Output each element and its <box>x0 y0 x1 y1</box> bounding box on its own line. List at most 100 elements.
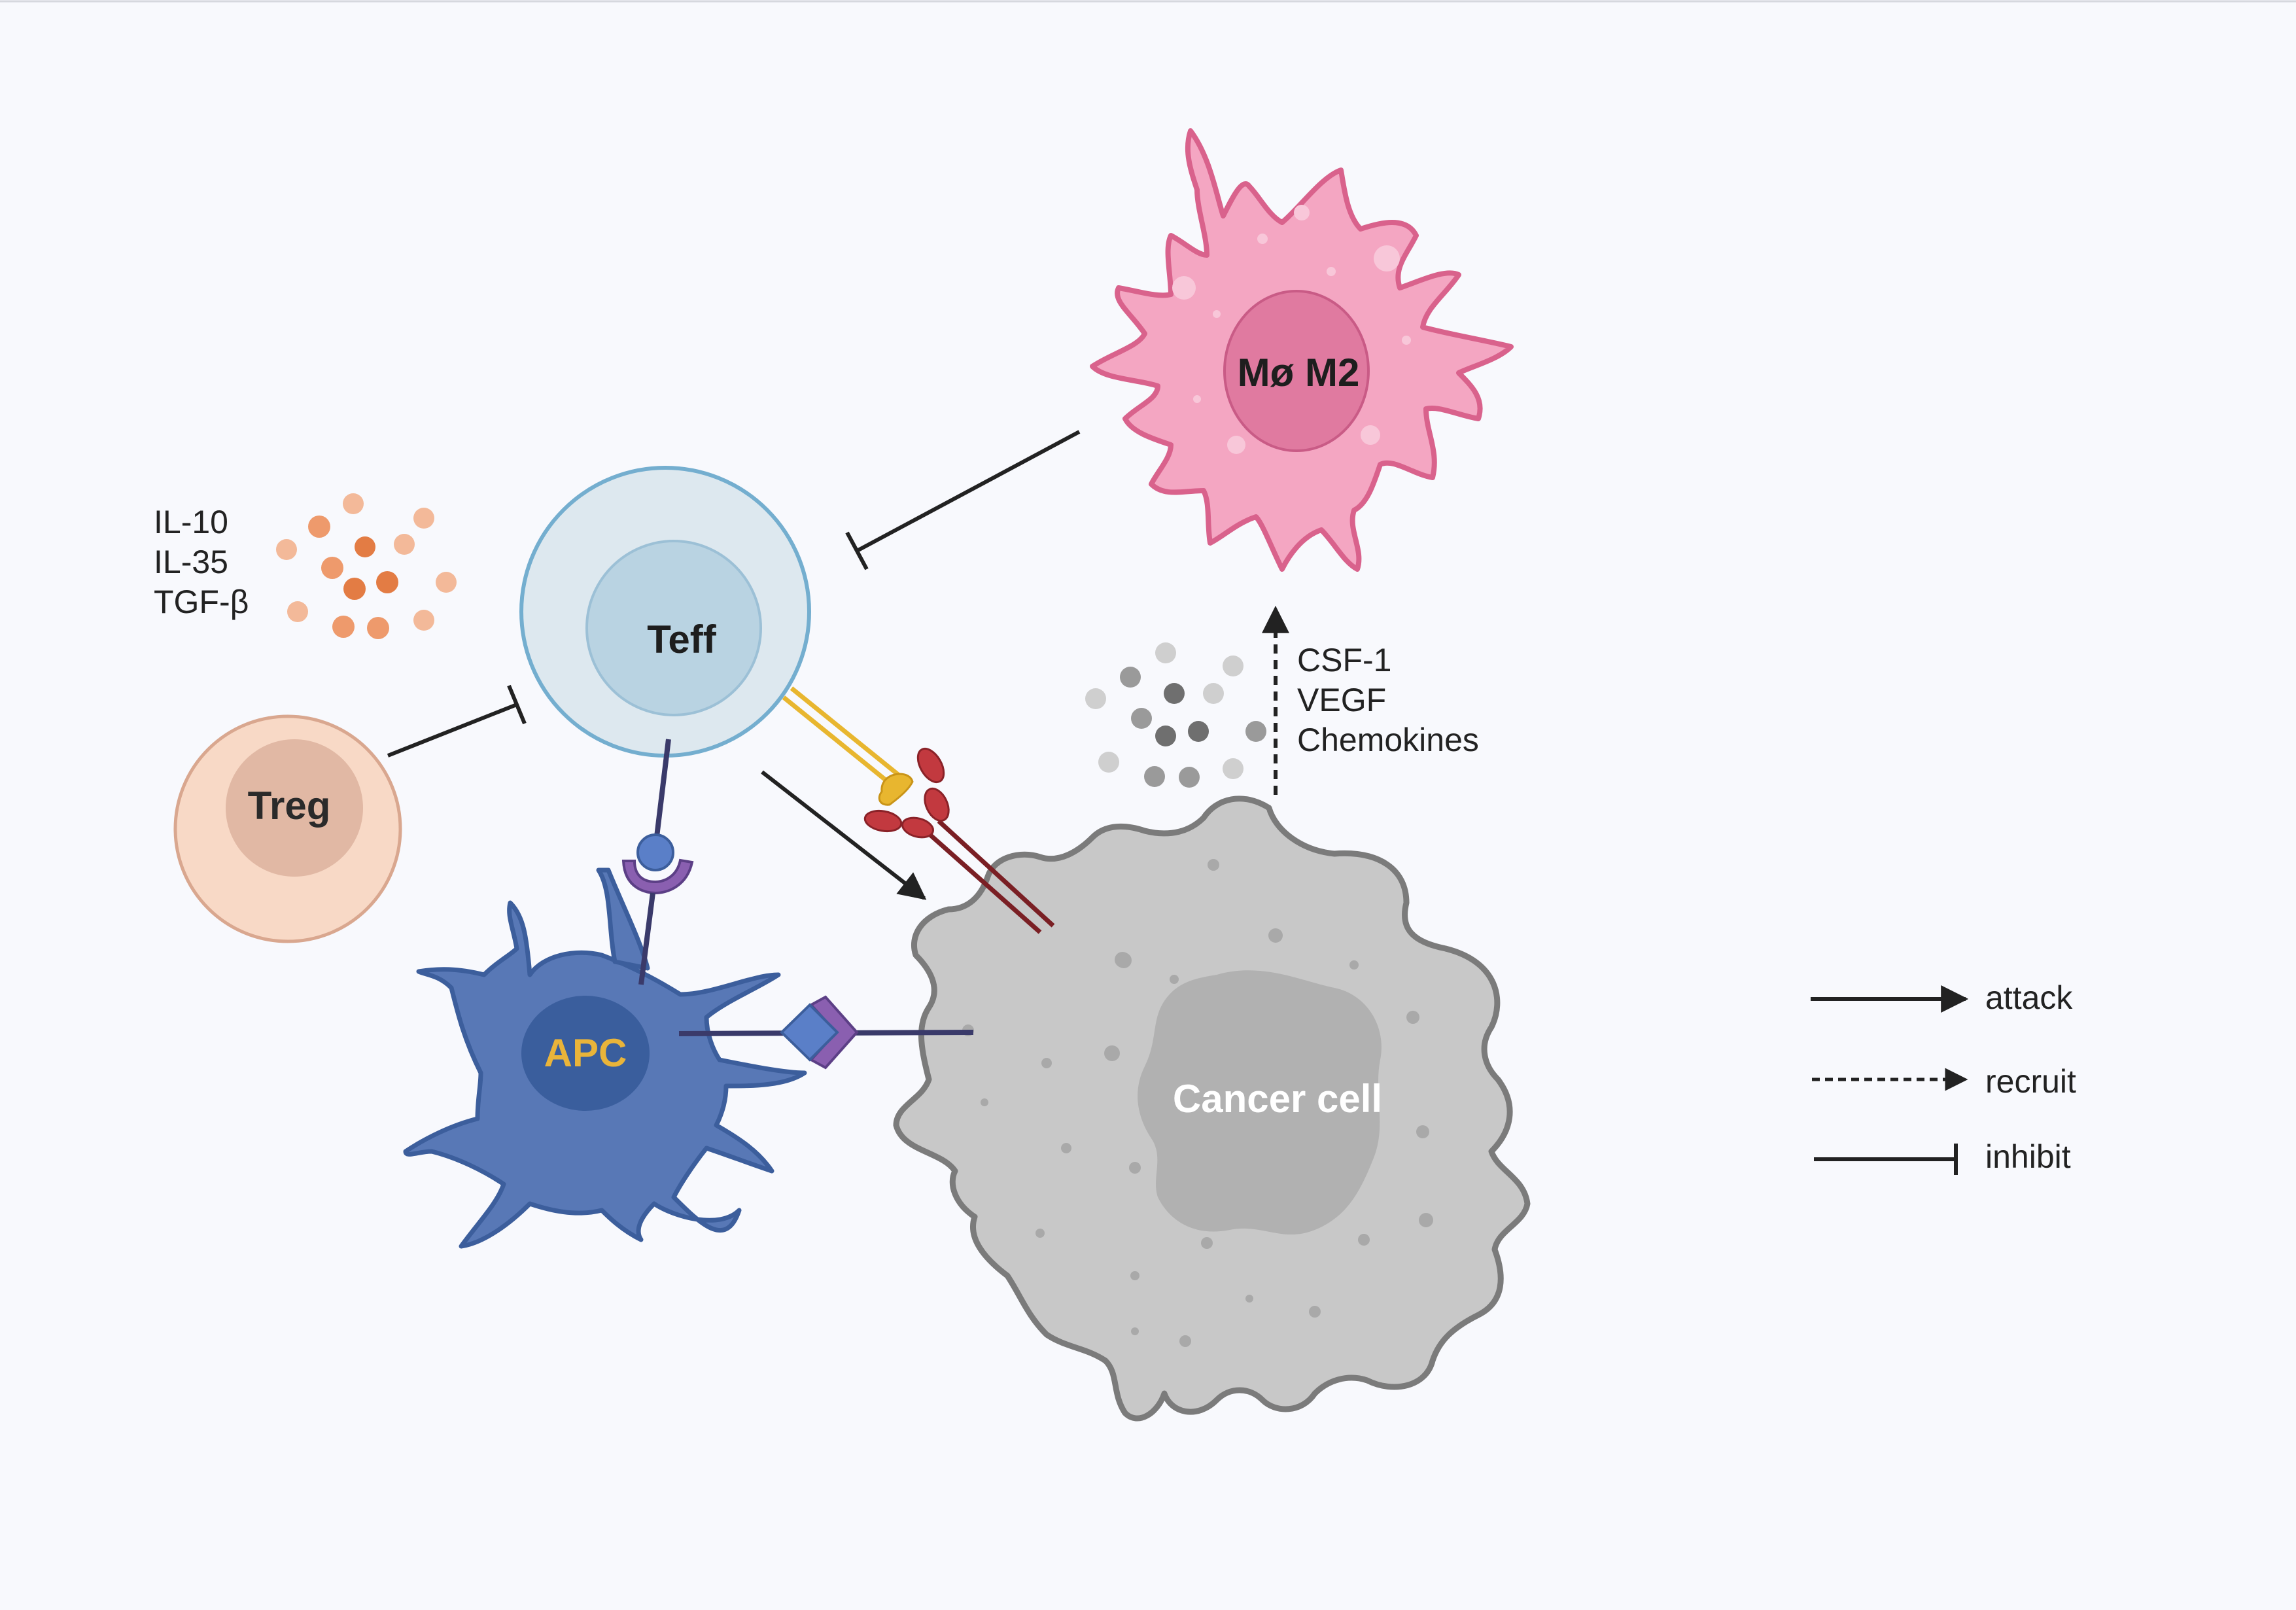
macrophage-vacuole <box>1374 245 1400 271</box>
cancer-speckle <box>1358 1234 1370 1246</box>
factor-dot <box>1155 642 1176 663</box>
tumor-factor-dots <box>1085 642 1266 788</box>
treg-cell: Treg <box>173 714 402 943</box>
macrophage-vacuole <box>1213 310 1221 318</box>
factor-label-chemokines: Chemokines <box>1297 722 1479 758</box>
treg-cytokine-labels: IL-10 IL-35 TGF-β <box>154 504 249 620</box>
macrophage-vacuole <box>1172 276 1196 300</box>
cancer-nucleus <box>1138 970 1382 1235</box>
tumor-factor-labels: CSF-1 VEGF Chemokines <box>1297 642 1479 758</box>
treg-nucleus <box>226 739 363 877</box>
legend-attack-label: attack <box>1985 979 2073 1016</box>
pd1-pdl1-interaction <box>782 686 1055 934</box>
cancer-speckle <box>1115 952 1130 968</box>
macrophage-vacuole <box>1327 267 1336 276</box>
pd1-head <box>878 773 914 806</box>
factor-dot <box>1155 726 1176 746</box>
cytokine-dot <box>413 508 434 529</box>
cancer-speckle <box>1104 1045 1120 1061</box>
legend-recruit-label: recruit <box>1985 1063 2076 1100</box>
cytokine-label-il10: IL-10 <box>154 504 228 540</box>
factor-dot <box>1098 752 1119 773</box>
factor-dot <box>1144 766 1165 787</box>
cancer-speckle <box>1129 1162 1141 1174</box>
teff-nucleus <box>585 540 762 716</box>
pdl1-domain <box>901 816 934 839</box>
teff-label: Teff <box>647 618 717 661</box>
apc-nucleus <box>521 996 650 1111</box>
cancer-speckle <box>1061 1143 1071 1153</box>
cytokine-label-il35: IL-35 <box>154 544 228 580</box>
cancer-speckle <box>1208 859 1219 871</box>
cancer-speckle <box>1170 975 1179 984</box>
cancer-label: Cancer cell <box>1173 1077 1382 1121</box>
cancer-speckle <box>1041 1058 1052 1068</box>
legend-inhibit: inhibit <box>1814 1138 2071 1175</box>
cytokine-dot <box>321 557 343 579</box>
cytokine-dot <box>276 539 297 560</box>
cancer-speckle <box>1349 960 1359 970</box>
pd1-stalk <box>790 686 903 779</box>
apc-cell: APC <box>403 867 807 1249</box>
cancer-speckle <box>1406 1011 1419 1024</box>
treg-label: Treg <box>248 784 331 828</box>
cytokine-dot <box>413 610 434 631</box>
macrophage-vacuole <box>1193 395 1201 403</box>
cytokine-dot <box>394 534 415 555</box>
pdl1-domain <box>863 809 903 833</box>
macrophage-label: Mø M2 <box>1238 351 1360 394</box>
cancer-speckle <box>1268 928 1283 943</box>
factor-label-vegf: VEGF <box>1297 682 1386 718</box>
tcr-mhc-complex <box>621 739 694 985</box>
cytokine-dot <box>367 617 389 639</box>
factor-dot <box>1120 667 1141 688</box>
cytokine-dot <box>332 616 355 638</box>
cancer-speckle <box>1131 1327 1139 1335</box>
cytokine-label-tgfb: TGF-β <box>154 584 249 620</box>
cancer-speckle <box>1245 1295 1253 1303</box>
treg-inhibits-teff-arrow <box>387 684 527 758</box>
factor-dot <box>1245 721 1266 742</box>
macrophage-m2-cell: Mø M2 <box>1090 128 1514 572</box>
factor-dot <box>1085 688 1106 709</box>
cytokine-dot <box>343 578 366 600</box>
mhc-stalk <box>638 892 655 985</box>
factor-dot <box>1223 758 1244 779</box>
macrophage-vacuole <box>1294 205 1310 220</box>
cancer-speckle <box>1201 1237 1213 1249</box>
legend-recruit: recruit <box>1812 1063 2076 1100</box>
macrophage-vacuole <box>1257 234 1268 244</box>
cancer-speckle <box>1416 1125 1429 1138</box>
cancer-speckle <box>1179 1335 1191 1347</box>
macrophage-vacuole <box>1402 336 1411 345</box>
ligand-diamond <box>780 1003 839 1062</box>
cancer-speckle <box>1130 1271 1139 1280</box>
antigen-peptide <box>636 833 674 871</box>
macrophage-vacuole <box>1361 425 1380 445</box>
factor-dot <box>1203 683 1224 704</box>
legend-attack: attack <box>1811 979 2073 1016</box>
macrophage-inhibits-teff-arrow <box>845 430 1081 570</box>
teff-attacks-cancer-arrow <box>761 770 927 900</box>
cytokine-dot <box>308 516 330 538</box>
factor-dot <box>1131 708 1152 729</box>
cytokine-dot <box>436 572 457 593</box>
legend: attack recruit inhibit <box>1811 979 2076 1175</box>
pdl1-domain <box>916 747 945 784</box>
treg-cytokine-dots <box>276 493 457 639</box>
pdl1-domain <box>924 787 950 822</box>
factor-dot <box>1223 656 1244 676</box>
cancer-speckle <box>981 1098 988 1106</box>
cancer-speckle <box>1309 1306 1321 1318</box>
factor-dot <box>1188 721 1209 742</box>
cancer-speckles <box>962 859 1433 1347</box>
legend-inhibit-label: inhibit <box>1985 1138 2071 1175</box>
macrophage-nucleus <box>1223 290 1370 452</box>
mhc-receptor <box>621 858 694 895</box>
factor-label-csf1: CSF-1 <box>1297 642 1391 678</box>
apc-label: APC <box>544 1031 627 1075</box>
pdl1-stalk <box>924 829 1042 934</box>
cancer-cell: Cancer cell <box>893 796 1531 1422</box>
apc-cancer-binding <box>678 995 974 1070</box>
